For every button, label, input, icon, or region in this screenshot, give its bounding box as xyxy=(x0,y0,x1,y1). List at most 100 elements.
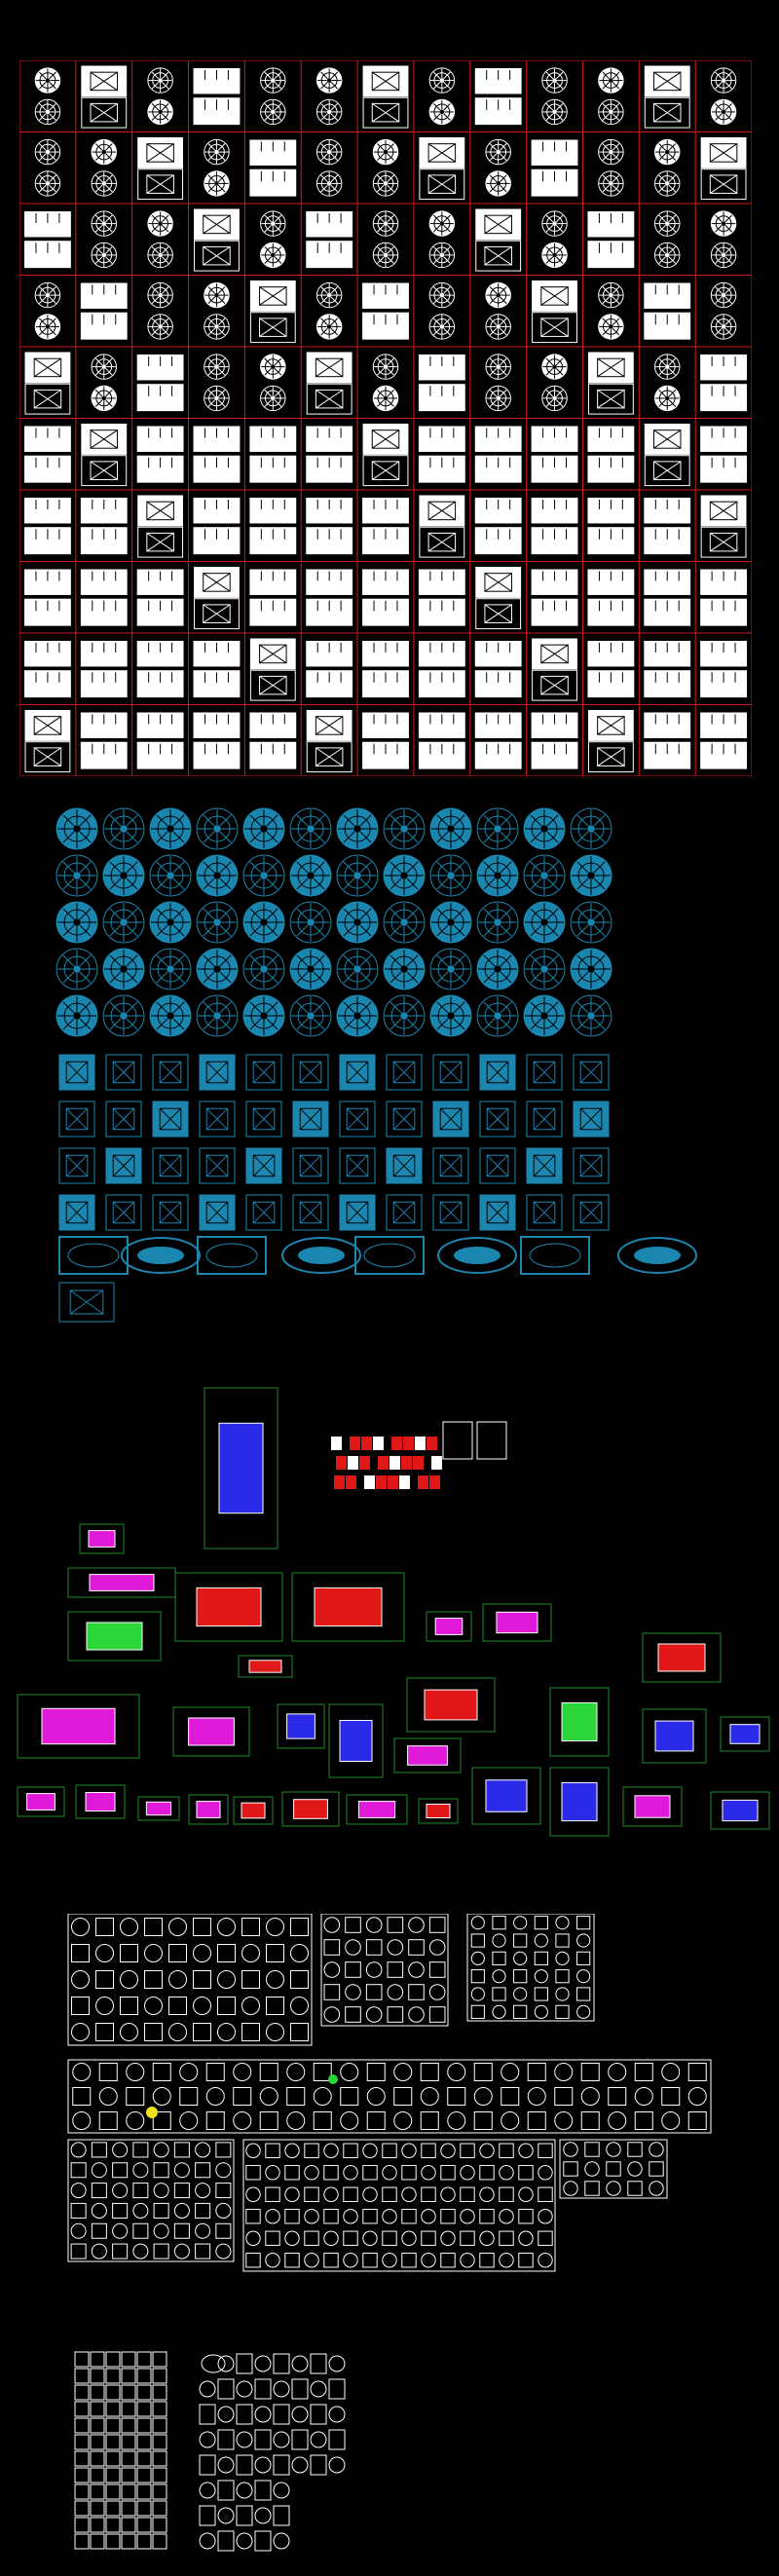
symbol xyxy=(204,385,230,412)
symbol xyxy=(710,242,737,269)
small-outline-grid xyxy=(74,2351,167,2550)
symbol xyxy=(700,455,747,483)
symbol xyxy=(654,354,681,380)
blue-tile xyxy=(199,1101,236,1138)
blue-medallion xyxy=(242,901,285,944)
symbol xyxy=(137,526,184,558)
symbol xyxy=(598,314,624,340)
symbol xyxy=(193,68,241,94)
symbol xyxy=(474,712,522,738)
symbol xyxy=(249,712,297,738)
symbol xyxy=(137,168,184,201)
outline-catalog-block xyxy=(67,1914,313,2046)
symbol xyxy=(474,498,522,524)
symbol xyxy=(587,527,635,555)
symbol xyxy=(315,98,343,126)
green-framed-block xyxy=(291,1572,405,1642)
symbol xyxy=(193,670,241,698)
symbol xyxy=(418,598,465,626)
symbol xyxy=(249,598,297,626)
symbol xyxy=(24,569,71,595)
symbol xyxy=(541,98,568,126)
blue-medallion xyxy=(242,854,285,897)
symbol xyxy=(418,384,465,412)
blue-tile xyxy=(199,1054,236,1091)
symbol xyxy=(372,138,399,166)
symbol xyxy=(315,314,343,340)
blue-medallion xyxy=(102,948,145,990)
blue-medallion xyxy=(429,994,472,1037)
blue-tile xyxy=(432,1101,469,1138)
outline-catalog-block xyxy=(242,2139,556,2272)
symbol xyxy=(644,424,690,455)
symbol xyxy=(81,455,128,487)
symbol xyxy=(34,170,61,197)
blue-medallion xyxy=(56,948,98,990)
symbol xyxy=(587,670,635,698)
symbol xyxy=(654,210,681,237)
symbol xyxy=(598,170,624,197)
symbol xyxy=(136,598,184,626)
blue-medallion xyxy=(570,807,612,850)
symbol xyxy=(531,569,578,595)
symbol xyxy=(700,137,747,168)
green-framed-block xyxy=(642,1632,722,1683)
blue-medallion xyxy=(149,901,192,944)
symbol xyxy=(34,98,61,126)
symbol xyxy=(710,210,737,237)
blue-medallion xyxy=(523,807,566,850)
symbol xyxy=(249,669,296,701)
symbol xyxy=(34,138,61,166)
blue-medallion xyxy=(56,807,98,850)
blue-medallion xyxy=(476,807,519,850)
symbol xyxy=(485,281,511,309)
green-framed-block xyxy=(393,1737,462,1773)
symbol xyxy=(204,281,230,309)
small-outline-drawing xyxy=(74,2351,346,2552)
symbol xyxy=(80,598,128,626)
green-framed-block xyxy=(204,1387,278,1549)
green-framed-block xyxy=(642,1708,707,1764)
symbol xyxy=(306,527,353,555)
green-framed-block xyxy=(471,1767,541,1825)
symbol xyxy=(34,281,61,309)
symbol xyxy=(418,712,465,738)
symbol xyxy=(306,383,352,415)
symbol xyxy=(644,96,690,129)
blue-medallion xyxy=(149,994,192,1037)
symbol xyxy=(419,168,465,201)
blue-medallion xyxy=(523,948,566,990)
blue-medallion xyxy=(476,994,519,1037)
symbol xyxy=(700,741,747,769)
symbol xyxy=(362,65,409,97)
symbol xyxy=(24,383,71,415)
symbol xyxy=(531,741,578,769)
symbol xyxy=(136,741,184,769)
symbol xyxy=(418,426,465,452)
symbol xyxy=(710,98,737,126)
symbol xyxy=(419,495,465,527)
symbol xyxy=(24,598,71,626)
blue-medallion xyxy=(429,807,472,850)
green-framed-block xyxy=(281,1791,340,1827)
symbol xyxy=(80,527,128,555)
symbol xyxy=(24,641,71,667)
symbol xyxy=(362,712,409,738)
symbol xyxy=(80,312,128,340)
symbol xyxy=(362,498,409,524)
outline-catalog-block xyxy=(67,2139,235,2262)
symbol xyxy=(147,242,173,269)
symbol xyxy=(418,569,465,595)
symbol xyxy=(475,598,522,630)
blue-medallion xyxy=(196,901,239,944)
blue-tile xyxy=(245,1101,282,1138)
symbol xyxy=(644,312,691,340)
symbol xyxy=(541,67,568,93)
green-framed-block xyxy=(17,1694,140,1759)
symbol xyxy=(136,569,184,595)
symbol xyxy=(204,170,230,197)
symbol xyxy=(249,569,297,595)
symbol xyxy=(428,210,456,237)
symbol xyxy=(541,385,568,412)
blue-tile xyxy=(432,1194,469,1231)
